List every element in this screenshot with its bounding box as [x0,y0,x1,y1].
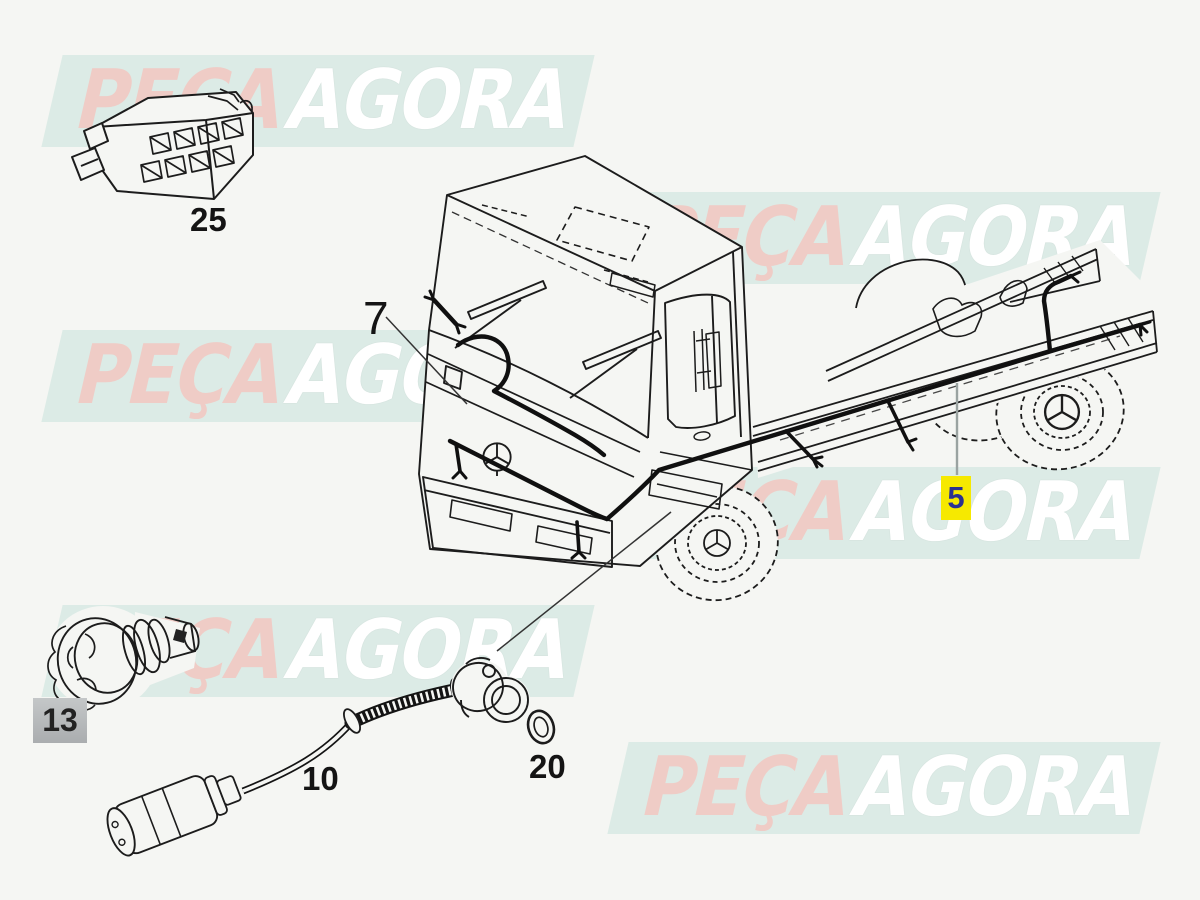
corrugated-sleeve [344,682,466,730]
door-window [664,293,736,429]
part-label-5-highlighted: 5 [941,476,971,520]
leader-line-10 [496,511,672,652]
harness-connector-ends [423,270,1152,560]
door-mirror [693,328,722,393]
part-label-20: 20 [529,748,566,785]
connector-25-drawing [71,88,254,200]
leader-line-7 [385,316,468,405]
sensor-13-drawing [47,606,200,711]
cable-10-drawing [106,656,530,857]
wiper-blade [569,330,662,399]
cab [418,155,753,568]
part-label-25: 25 [190,201,227,238]
part-label-13-highlighted: 13 [33,698,87,743]
part-label-7: 7 [363,292,389,344]
truck-drawing [418,155,1160,602]
wiring-harness-line [423,270,1152,560]
part-label-10: 10 [302,760,339,797]
oring-20-drawing [526,709,556,745]
